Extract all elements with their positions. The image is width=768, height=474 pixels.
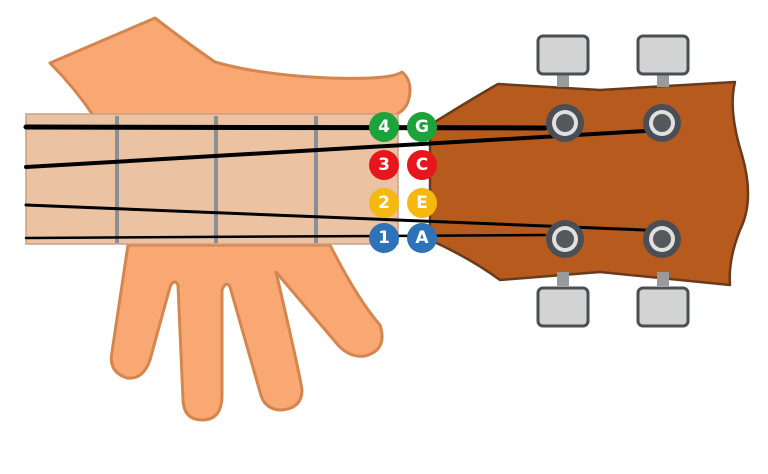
string-number-badge-1: 1 [369,223,399,253]
frets [115,116,318,243]
tuning-keys [536,34,690,328]
string-number-badge-4: 4 [369,112,399,142]
fretboard [25,113,399,245]
note-badge-c: C [407,150,437,180]
string-number-badge-3: 3 [369,150,399,180]
note-badge-g: G [407,112,437,142]
thumb-hand-shape [48,16,412,120]
fingers-shape [109,243,384,422]
note-badge-e: E [407,188,437,218]
tuning-pegs [546,104,681,258]
strings [23,124,647,240]
headstock [428,80,750,287]
string-number-badge-2: 2 [369,188,399,218]
note-badge-a: A [407,223,437,253]
